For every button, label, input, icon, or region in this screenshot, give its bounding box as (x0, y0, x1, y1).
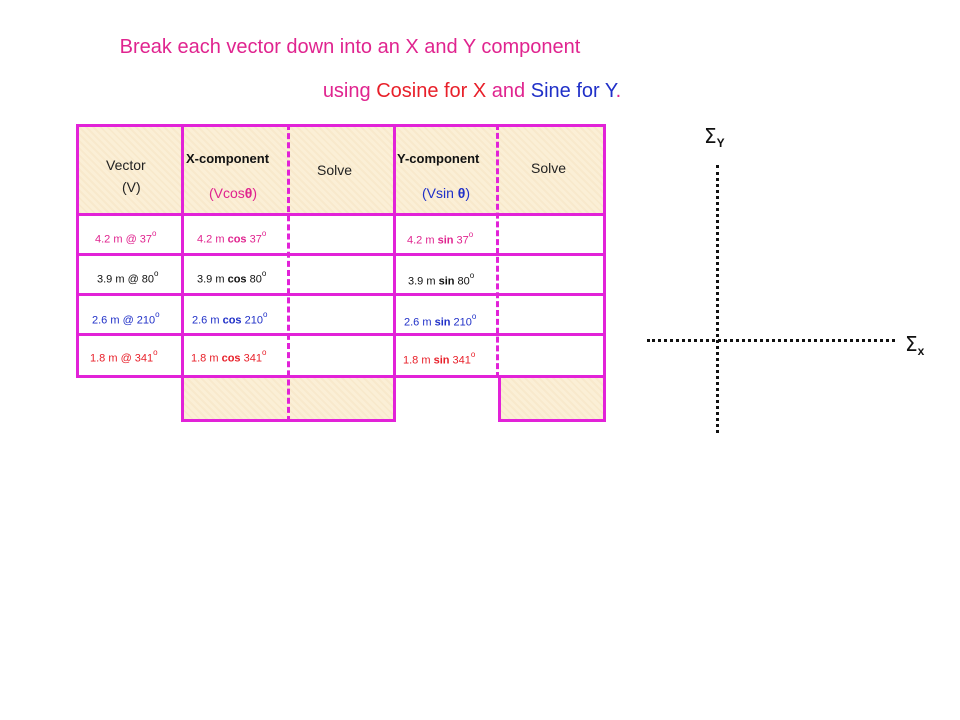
row-2-vector: 3.9 m @ 80o (97, 269, 159, 286)
x-solve-divider (287, 124, 290, 422)
vector-value: 3.9 m @ 80 (97, 273, 155, 286)
x-formula-text: (Vcos (209, 185, 245, 201)
trig-function: sin (433, 354, 450, 367)
angle: 341 (452, 354, 471, 367)
vector-value: 4.2 m @ 37 (95, 233, 153, 246)
sine-for-y-text: Sine for Y (530, 80, 616, 102)
row-4-vector: 1.8 m @ 341o (90, 348, 158, 365)
sigma-symbol: Σ (905, 332, 918, 356)
vector-sub-header: (V) (122, 179, 141, 195)
theta-symbol: θ (457, 185, 466, 201)
axis-letter: Y (716, 136, 725, 150)
header-vector-cell (76, 124, 184, 216)
x-axis-dotted-line (647, 339, 895, 342)
vector-header: Vector (106, 157, 146, 173)
x-formula: (Vcosθ) (209, 185, 257, 201)
degree-symbol: o (152, 229, 157, 238)
trig-function: sin (438, 275, 455, 288)
row-1-x-expression: 4.2 m cos 37o (197, 229, 267, 246)
magnitude: 3.9 m (408, 275, 436, 288)
degree-symbol: o (468, 230, 474, 239)
trig-function: cos (227, 233, 247, 246)
magnitude: 2.6 m (192, 314, 220, 327)
instruction-text: . (615, 80, 622, 102)
angle: 210 (453, 316, 472, 329)
magnitude: 3.9 m (197, 273, 225, 286)
solve-header-y: Solve (531, 160, 567, 176)
degree-symbol: o (153, 348, 158, 357)
degree-symbol: o (469, 271, 475, 280)
cosine-for-x-text: Cosine for X (376, 80, 487, 102)
angle: 37 (456, 234, 469, 247)
x-formula-text: ) (252, 185, 258, 201)
degree-symbol: o (154, 269, 159, 278)
degree-symbol: o (261, 269, 267, 278)
row-3-x-expression: 2.6 m cos 210o (192, 310, 268, 327)
y-component-header: Y-component (397, 151, 480, 166)
row-1-y-expression: 4.2 m sin 37o (407, 230, 474, 247)
angle: 80 (457, 275, 470, 288)
trig-function: cos (221, 352, 241, 365)
trig-function: sin (437, 234, 454, 247)
sum-x-label: Σx (905, 332, 924, 358)
row-1-vector: 4.2 m @ 37o (95, 229, 157, 246)
row-4-y-expression: 1.8 m sin 341o (403, 350, 476, 367)
degree-symbol: o (471, 312, 477, 321)
row-4-y-cell (393, 333, 606, 378)
angle: 210 (244, 314, 263, 327)
y-formula: (Vsin θ) (422, 185, 470, 201)
magnitude: 4.2 m (197, 233, 225, 246)
magnitude: 2.6 m (404, 316, 432, 329)
sigma-symbol: Σ (704, 124, 717, 148)
degree-symbol: o (470, 350, 476, 359)
row-1-y-cell (393, 213, 606, 256)
x-component-header: X-component (186, 151, 270, 166)
y-solve-divider (496, 124, 499, 378)
row-3-y-expression: 2.6 m sin 210o (404, 312, 477, 329)
vector-value: 1.8 m @ 341 (90, 352, 154, 365)
vector-value: 2.6 m @ 210 (92, 314, 156, 327)
row-4-vector-cell (76, 333, 184, 378)
sum-y-label: ΣY (704, 124, 725, 150)
magnitude: 1.8 m (191, 352, 219, 365)
header-y-component-cell (393, 124, 606, 216)
degree-symbol: o (261, 229, 267, 238)
row-2-x-expression: 3.9 m cos 80o (197, 269, 267, 286)
y-formula-text: (Vsin (422, 185, 458, 201)
trig-function: cos (227, 273, 247, 286)
y-formula-text: ) (465, 185, 471, 201)
y-axis-dotted-line (716, 165, 719, 433)
instruction-line-2: using Cosine for X and Sine for Y. (0, 80, 944, 103)
instruction-line-1: Break each vector down into an X and Y c… (119, 36, 581, 58)
degree-symbol: o (262, 310, 268, 319)
axis-letter: x (917, 344, 925, 358)
angle: 80 (249, 273, 262, 286)
row-2-y-expression: 3.9 m sin 80o (408, 271, 475, 288)
row-3-vector: 2.6 m @ 210o (92, 310, 160, 327)
magnitude: 1.8 m (403, 354, 431, 367)
solve-header-x: Solve (317, 162, 353, 178)
angle: 341 (243, 352, 262, 365)
theta-symbol: θ (244, 185, 253, 201)
y-solve-total-cell (498, 375, 606, 422)
trig-function: sin (434, 316, 451, 329)
degree-symbol: o (261, 348, 267, 357)
trig-function: cos (222, 314, 242, 327)
instruction-text: using (322, 80, 377, 102)
instruction-text: and (486, 80, 531, 102)
angle: 37 (249, 233, 262, 246)
row-4-x-expression: 1.8 m cos 341o (191, 348, 267, 365)
degree-symbol: o (155, 310, 160, 319)
magnitude: 4.2 m (407, 234, 435, 247)
